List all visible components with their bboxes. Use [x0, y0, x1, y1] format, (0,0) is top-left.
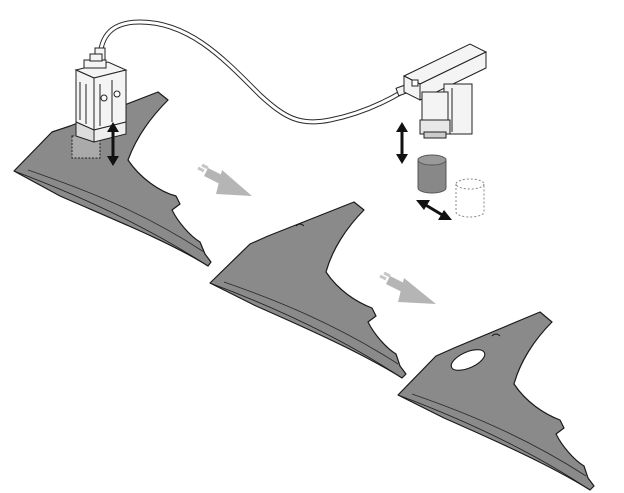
door-panel-3-edge: [397, 394, 591, 491]
suction-unit-icon: [402, 43, 488, 139]
door-panel-2-notch: [295, 223, 305, 227]
door-panel-stage-2: [209, 201, 407, 379]
robot-gripper-icon: [71, 53, 128, 159]
door-panel-2-crease: [223, 281, 399, 365]
transfer-arrow-icon: [379, 271, 436, 304]
door-panel-stage-3: [397, 311, 595, 491]
door-panel-3-body: [397, 311, 595, 491]
door-panel-2-edge: [209, 282, 403, 379]
cup-icon: [417, 154, 447, 194]
door-panel-1-crease: [27, 169, 205, 253]
door-panel-stage-1: [13, 91, 212, 267]
door-panel-3-crease: [411, 393, 587, 477]
transfer-arrow-icon: [197, 163, 252, 196]
door-panel-2-body: [209, 201, 407, 379]
door-panel-3-hole: [450, 349, 486, 371]
transfer-arrow-icon: [416, 200, 452, 220]
door-panel-1-edge: [13, 170, 209, 267]
door-panel-3-notch: [491, 333, 501, 337]
updown-arrow-icon: [396, 122, 408, 164]
updown-arrow-icon: [107, 122, 119, 166]
door-panel-1-body: [13, 91, 212, 267]
cup-icon: [455, 178, 485, 218]
